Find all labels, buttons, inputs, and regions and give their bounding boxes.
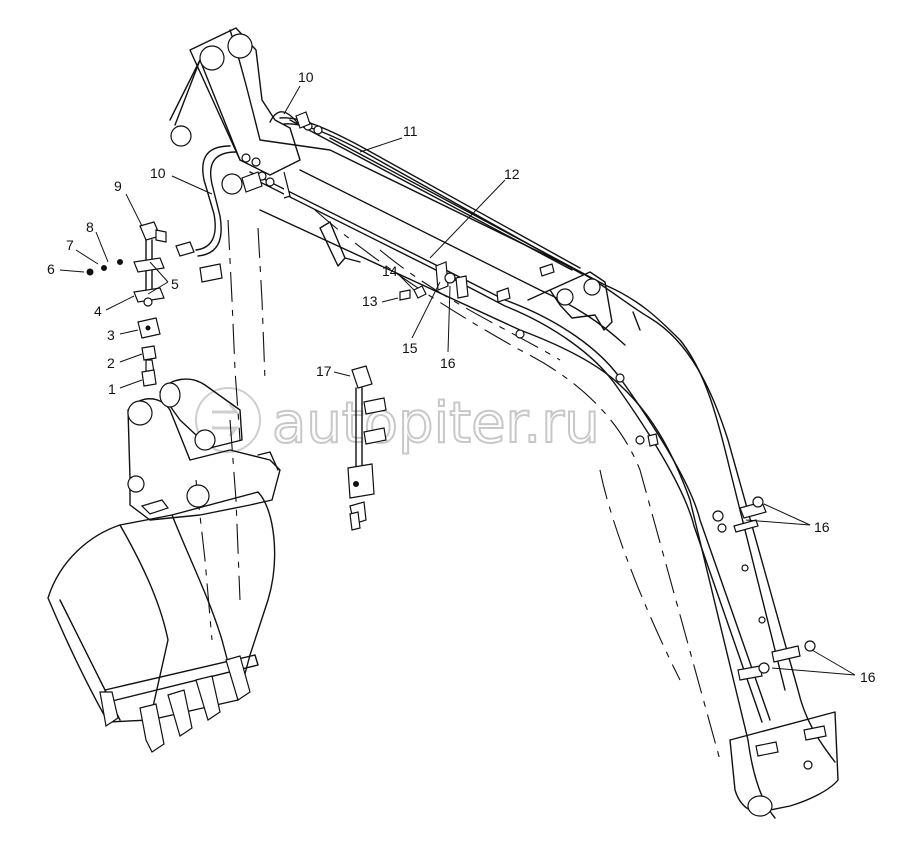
callout-16-right-upper: 16 xyxy=(814,519,830,535)
callout-16-right-lower: 16 xyxy=(860,669,876,685)
callout-labels: 10 11 12 10 9 8 7 6 5 4 3 2 1 14 13 15 1… xyxy=(47,69,876,685)
watermark: autopiter.ru xyxy=(195,387,601,457)
callout-leaders xyxy=(59,85,856,676)
callout-2: 2 xyxy=(107,355,115,371)
callout-5: 5 xyxy=(171,276,179,292)
callout-11: 11 xyxy=(403,123,418,139)
callout-7: 7 xyxy=(66,237,74,253)
callout-4: 4 xyxy=(94,303,102,319)
excavator-arm xyxy=(169,27,839,819)
pipelines xyxy=(195,111,827,770)
callout-6: 6 xyxy=(47,261,55,277)
callout-15: 15 xyxy=(402,340,418,356)
callout-10-top: 10 xyxy=(298,69,314,85)
callout-17: 17 xyxy=(316,363,332,379)
center-fittings-assembly xyxy=(347,285,659,531)
callout-10-left: 10 xyxy=(150,165,166,181)
left-fittings-assembly xyxy=(86,221,223,387)
callout-14: 14 xyxy=(382,263,398,279)
callout-13: 13 xyxy=(362,293,378,309)
callout-1: 1 xyxy=(108,381,116,397)
callout-12: 12 xyxy=(504,166,520,182)
callout-8: 8 xyxy=(86,219,94,235)
bucket xyxy=(47,378,281,753)
callout-3: 3 xyxy=(107,327,115,343)
callout-9: 9 xyxy=(114,178,122,194)
bucket-teeth xyxy=(99,655,251,753)
watermark-text: autopiter.ru xyxy=(272,391,600,456)
callout-16-center: 16 xyxy=(440,355,456,371)
